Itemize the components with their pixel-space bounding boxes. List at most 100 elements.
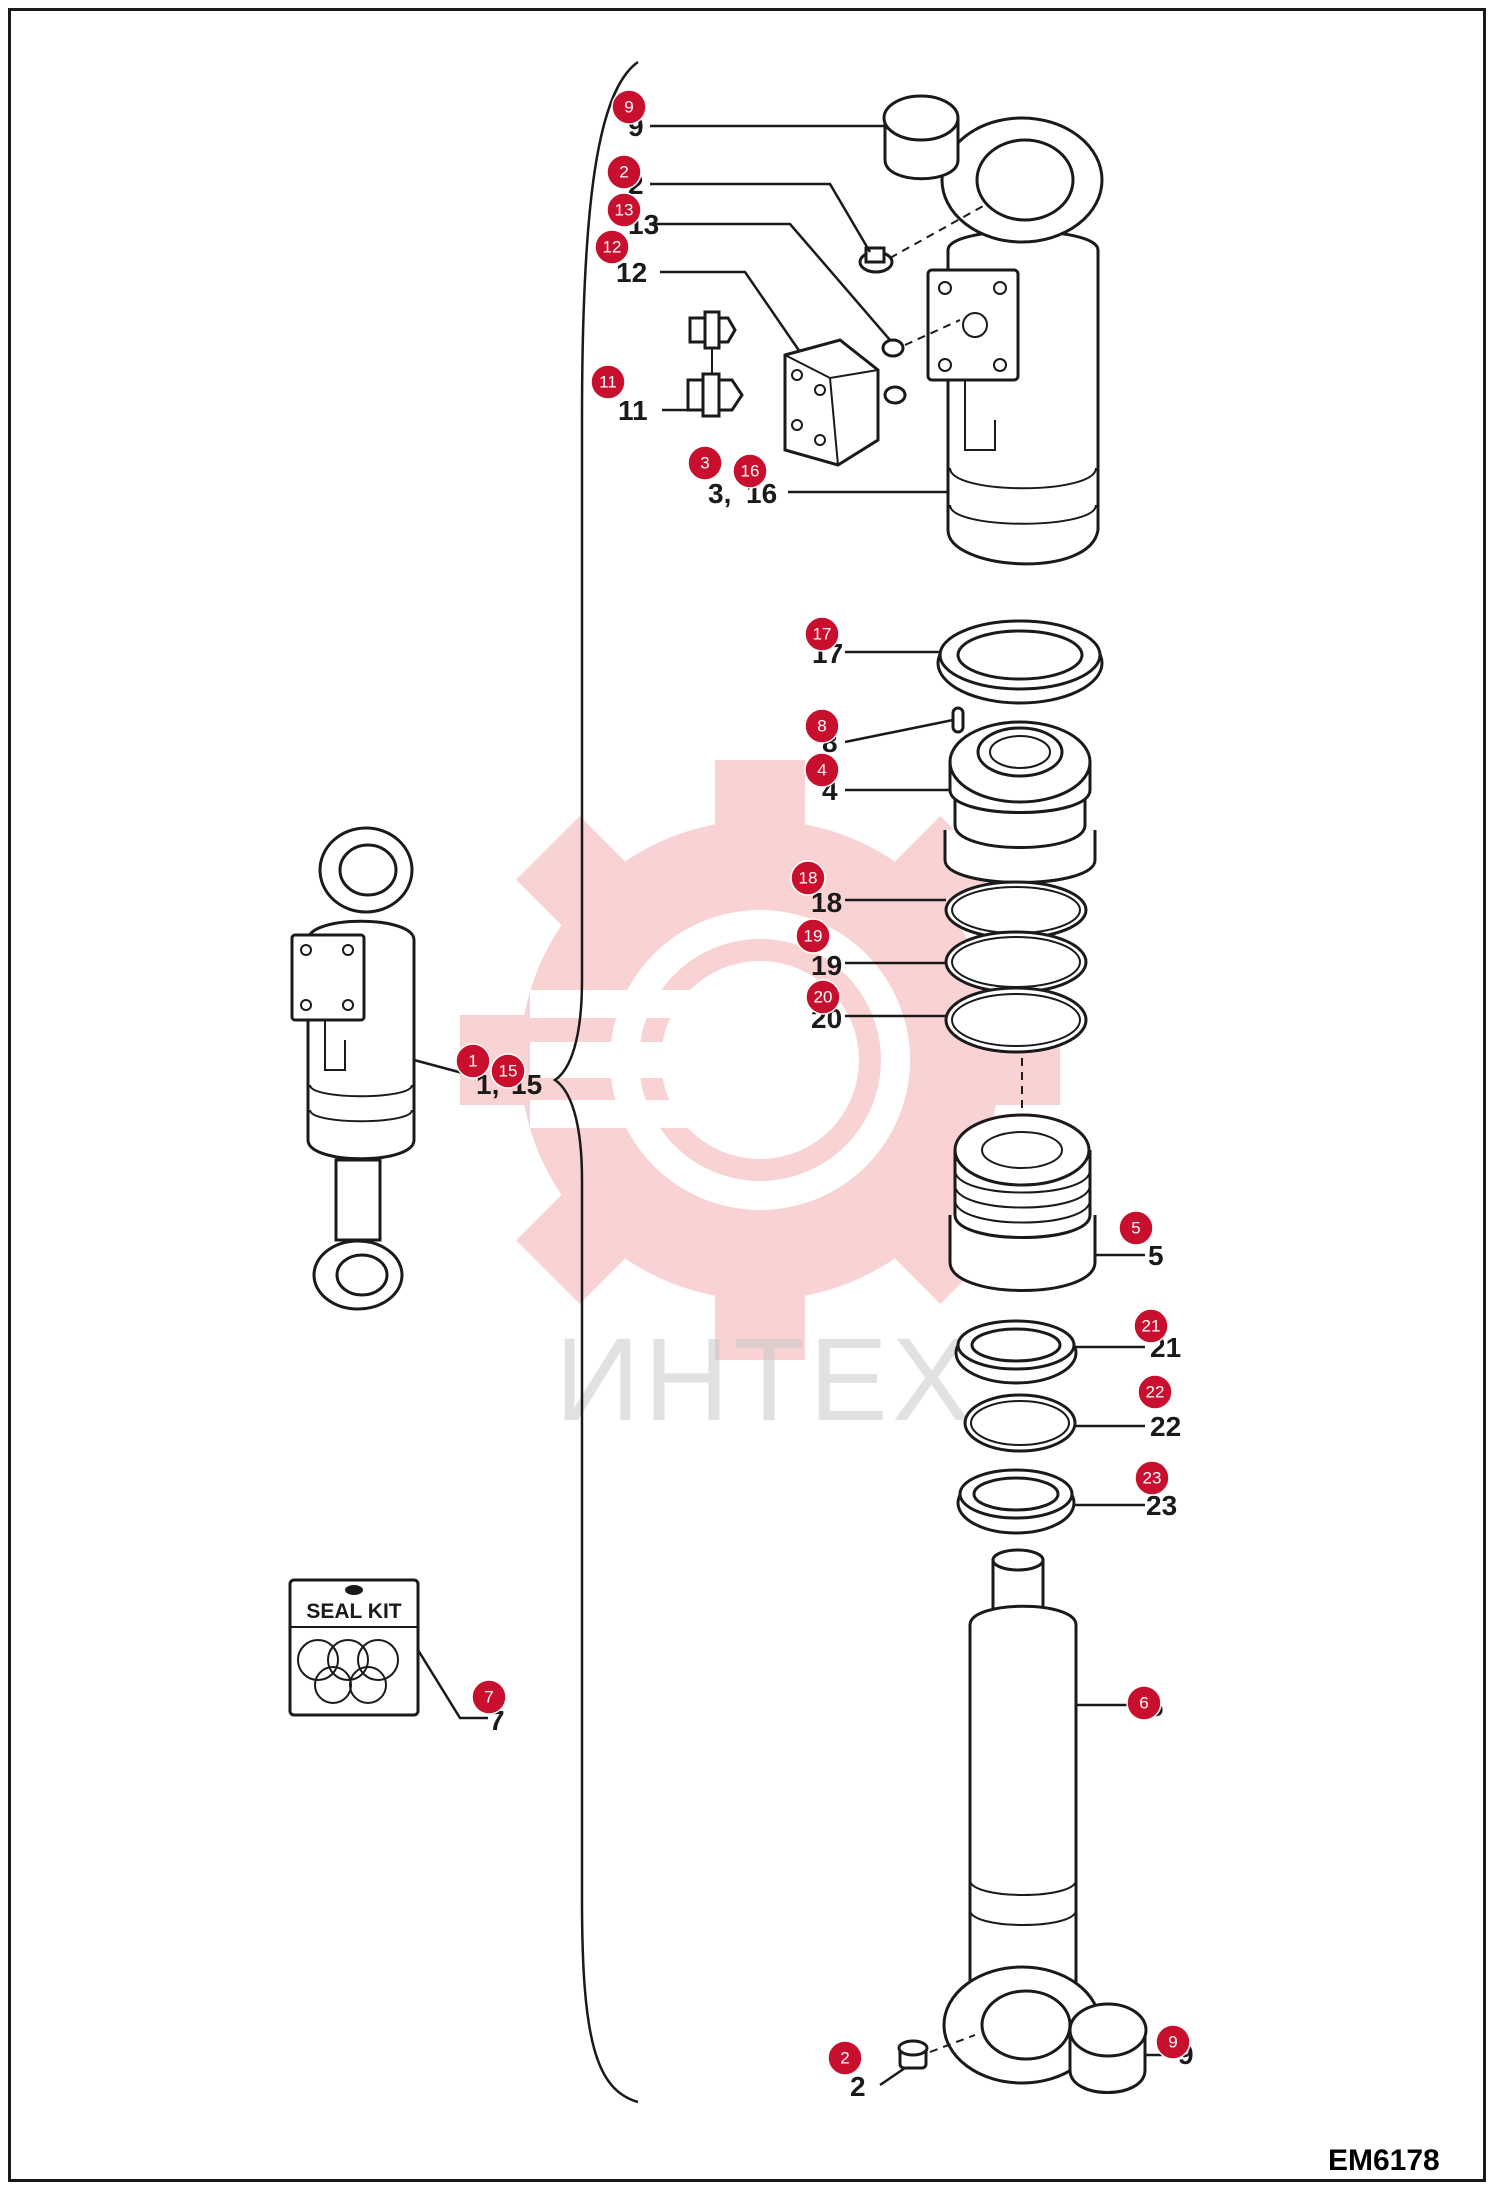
callout-badge-icon (795, 918, 831, 954)
callout-6: 66 (1126, 1685, 1164, 1722)
callout-badge-icon (804, 616, 840, 652)
callout-badge-number: 12 (603, 238, 622, 257)
seal-23-part (956, 1468, 1076, 1535)
part-number-label: 2 (850, 2071, 866, 2102)
seal-kit-label: SEAL KIT (306, 1600, 401, 1623)
grease-fitting-top-part (858, 246, 894, 274)
callout-badge-icon (827, 2040, 863, 2076)
part-number-label: 5 (1148, 1240, 1164, 1271)
callout-badge-icon (606, 192, 642, 228)
watermark-text: ИНТЕХ (555, 1314, 975, 1446)
callout-badge-icon (594, 229, 630, 265)
part-number-label: 22 (1150, 1411, 1181, 1442)
pin-part (951, 706, 965, 734)
leader-lines (413, 124, 1175, 2087)
callout-badge-number: 1 (468, 1052, 477, 1071)
callout-badge-number: 13 (615, 201, 634, 220)
callout-4: 44 (804, 752, 840, 806)
grease-fitting-bottom-part (897, 2039, 929, 2070)
callout-badge-number: 23 (1143, 1469, 1162, 1488)
callout-badge-number: 5 (1131, 1219, 1140, 1238)
callout-badge-icon (687, 445, 723, 481)
callout-badge-icon (490, 1053, 526, 1089)
valve-block-part (783, 338, 880, 467)
callout-1: 1,1 (455, 1043, 499, 1100)
callout-badge-icon (590, 364, 626, 400)
callout-badge-number: 3 (700, 454, 709, 473)
callout-badge-number: 8 (817, 717, 826, 736)
cylinder-barrel-part (926, 116, 1104, 566)
callout-2: 22 (827, 2040, 866, 2102)
part-number-label: 11 (618, 395, 648, 426)
callout-badge-number: 21 (1142, 1317, 1161, 1336)
callout-badge-number: 16 (741, 462, 760, 481)
callout-9: 99 (611, 89, 647, 142)
callout-badge-icon (611, 89, 647, 125)
callout-9: 99 (1155, 2024, 1194, 2070)
callout-badge-icon (606, 154, 642, 190)
callout-badge-number: 4 (817, 761, 826, 780)
callout-badge-icon (1155, 2024, 1191, 2060)
callout-2: 22 (606, 154, 644, 200)
gland-part (943, 720, 1097, 884)
callout-badge-icon (1118, 1210, 1154, 1246)
assembled-cylinder-part (290, 826, 416, 1311)
callout-badge-number: 20 (814, 988, 833, 1007)
callout-7: 77 (471, 1679, 507, 1736)
o-ring-19-part (944, 930, 1088, 994)
callout-badge-icon (455, 1043, 491, 1079)
o-ring-small-part (881, 338, 907, 405)
hydraulic-fitting-part (686, 310, 744, 418)
callout-badge-icon (805, 979, 841, 1015)
callout-badge-number: 18 (799, 869, 818, 888)
o-ring-18-part (944, 880, 1088, 940)
callout-3: 3,3 (687, 445, 731, 509)
callout-badge-number: 11 (599, 373, 617, 392)
callout-badge-icon (1134, 1460, 1170, 1496)
piston-part (948, 1113, 1097, 1292)
bushing-top-part (882, 94, 960, 181)
o-ring-20-part (944, 986, 1088, 1054)
callout-badge-icon (804, 708, 840, 744)
callout-badge-icon (732, 453, 768, 489)
part-number-label: 3, (708, 478, 731, 509)
callout-badge-number: 2 (619, 163, 628, 182)
seal-22-part (963, 1393, 1077, 1453)
callout-badge-number: 9 (1168, 2033, 1177, 2052)
callout-badge-number: 9 (624, 98, 633, 117)
callout-badge-number: 22 (1146, 1383, 1165, 1402)
seal-21-part (954, 1319, 1078, 1385)
callout-badge-number: 19 (804, 927, 823, 946)
callout-badge-icon (471, 1679, 507, 1715)
part-number-label: 19 (811, 950, 842, 981)
callout-badge-icon (1137, 1374, 1173, 1410)
grouping-brace (552, 60, 639, 2104)
callout-8: 88 (804, 708, 840, 758)
callout-badge-number: 17 (813, 625, 832, 644)
seal-kit-package-part: SEAL KIT (288, 1578, 420, 1717)
callout-badge-number: 7 (484, 1688, 493, 1707)
callout-badge-number: 15 (499, 1062, 518, 1081)
bushing-bottom-part (1068, 2002, 1148, 2094)
wiper-ring-part (936, 619, 1104, 705)
callout-badge-number: 6 (1139, 1694, 1148, 1713)
piston-rod-part (942, 1548, 1102, 2085)
callout-5: 55 (1118, 1210, 1164, 1271)
callout-badge-icon (1133, 1308, 1169, 1344)
callout-layer: 99221313121211113,3161617178844181819192… (455, 89, 1194, 2102)
callout-badge-icon (790, 860, 826, 896)
callout-badge-number: 2 (840, 2049, 849, 2068)
